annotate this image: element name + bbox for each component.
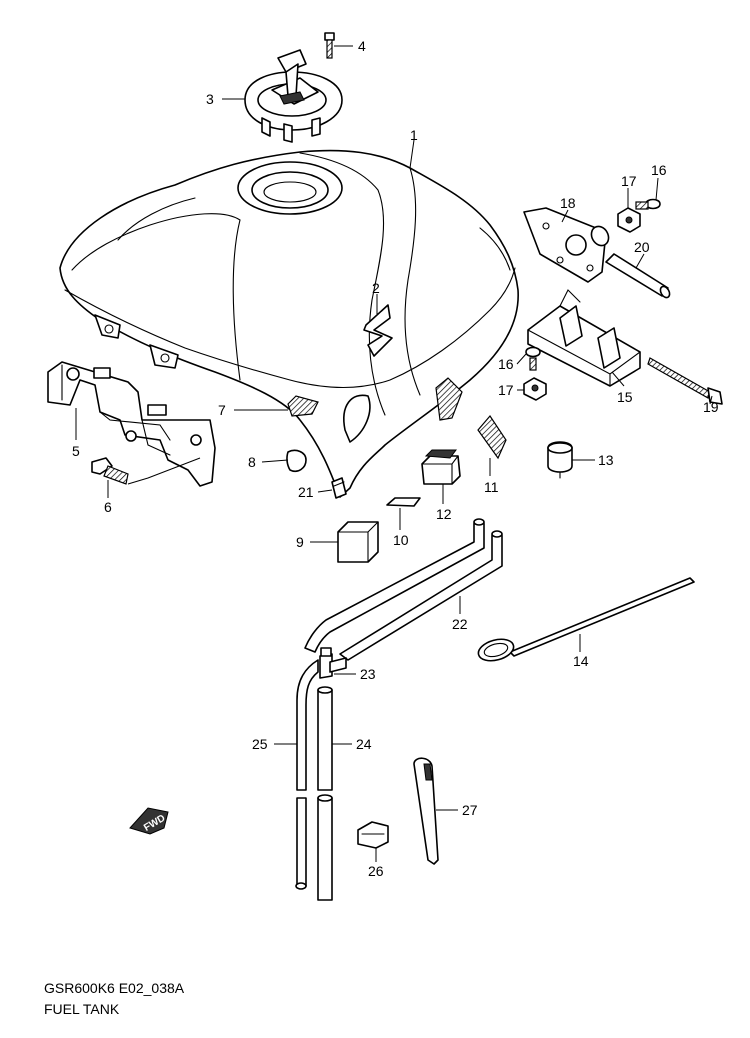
cushion-hatched [477, 415, 507, 460]
callout-27: 27 [462, 802, 478, 818]
callout-18: 18 [560, 195, 576, 211]
fuel-cap [244, 49, 343, 143]
callout-17-upper: 17 [621, 173, 637, 189]
callout-15: 15 [617, 389, 633, 405]
hinge-pivot-bolt [647, 357, 723, 405]
callout-21: 21 [298, 484, 314, 500]
callout-6: 6 [104, 499, 112, 515]
tank-rear-bracket [47, 361, 216, 487]
cap-screw [324, 32, 335, 59]
callout-19: 19 [703, 399, 719, 415]
fuel-tank [59, 149, 519, 498]
callout-23: 23 [360, 666, 376, 682]
callout-20: 20 [634, 239, 650, 255]
tank-clamp [331, 477, 347, 499]
callout-2: 2 [372, 280, 380, 296]
callout-9: 9 [296, 534, 304, 550]
breather-hose [304, 518, 503, 661]
bushing-lower [523, 377, 547, 401]
hinge-bolt-upper [635, 198, 661, 210]
hinge-collar [605, 253, 671, 299]
diagram-title: FUEL TANK [44, 1001, 120, 1017]
callout-1: 1 [410, 127, 418, 143]
hinge-plate [523, 207, 610, 283]
callout-26: 26 [368, 863, 384, 879]
cushion-block [337, 521, 379, 563]
callout-7: 7 [218, 402, 226, 418]
callout-22: 22 [452, 616, 468, 632]
hinge-bolt-lower [525, 346, 541, 371]
drain-hose-left [295, 659, 319, 890]
callout-5: 5 [72, 443, 80, 459]
drain-hose-right [317, 686, 333, 901]
callout-8: 8 [248, 454, 256, 470]
callout-13: 13 [598, 452, 614, 468]
callout-17-lower: 17 [498, 382, 514, 398]
callout-25: 25 [252, 736, 268, 752]
forward-arrow-icon: FWD [129, 807, 169, 835]
callout-14: 14 [573, 653, 589, 669]
callout-11: 11 [484, 479, 499, 495]
callout-16-lower: 16 [498, 356, 514, 372]
t-joint [319, 647, 347, 679]
callout-12: 12 [436, 506, 452, 522]
hinge-bracket [527, 289, 641, 387]
callout-16-upper: 16 [651, 162, 667, 178]
cushion-rubber [421, 449, 461, 485]
callout-3: 3 [206, 91, 214, 107]
rubber-cap [286, 449, 307, 473]
cushion-pad [287, 395, 319, 417]
leader-lines [75, 45, 713, 862]
callout-10: 10 [393, 532, 409, 548]
callout-24: 24 [356, 736, 372, 752]
callout-numbers: 1 2 3 4 5 6 7 8 9 10 11 12 13 14 15 16 1… [72, 38, 719, 879]
bracket-bolt [91, 457, 201, 485]
cable-tie [413, 757, 439, 865]
hose-clamp [357, 821, 389, 849]
rubber-damper [547, 441, 573, 479]
callout-4: 4 [358, 38, 366, 54]
bushing-upper [617, 207, 641, 233]
cushion-strip [386, 497, 421, 507]
diagram-code: GSR600K6 E02_038A [44, 980, 185, 996]
prop-rod [477, 577, 695, 662]
